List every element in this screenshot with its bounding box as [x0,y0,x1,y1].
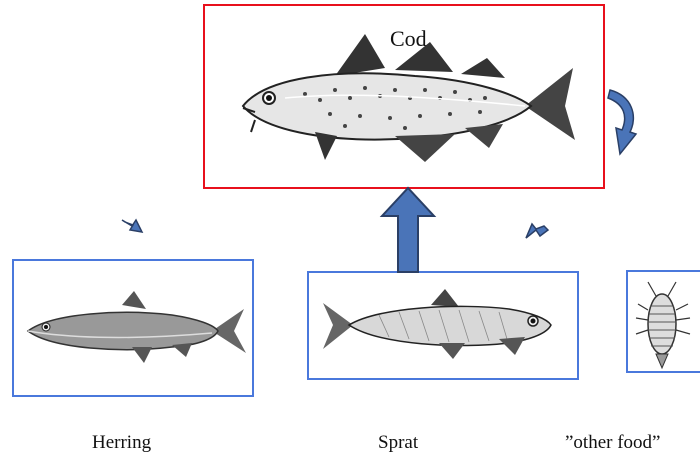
herring-to-cod-arrow [118,206,148,236]
sprat-label: Sprat [378,432,418,454]
isopod-illustration [634,280,700,370]
herring-label: Herring [92,432,151,454]
sprat-box [307,271,579,380]
other-food-label: ”other food” [565,432,660,454]
sprat-illustration [319,285,569,367]
sprat-to-cod-arrow [376,186,440,274]
herring-illustration [22,285,248,375]
other-to-cod-arrow [522,214,552,244]
cod-cannibalism-arrow [606,86,640,158]
cod-label: Cod [390,26,427,52]
herring-box [12,259,254,397]
other-food-box [626,270,700,373]
